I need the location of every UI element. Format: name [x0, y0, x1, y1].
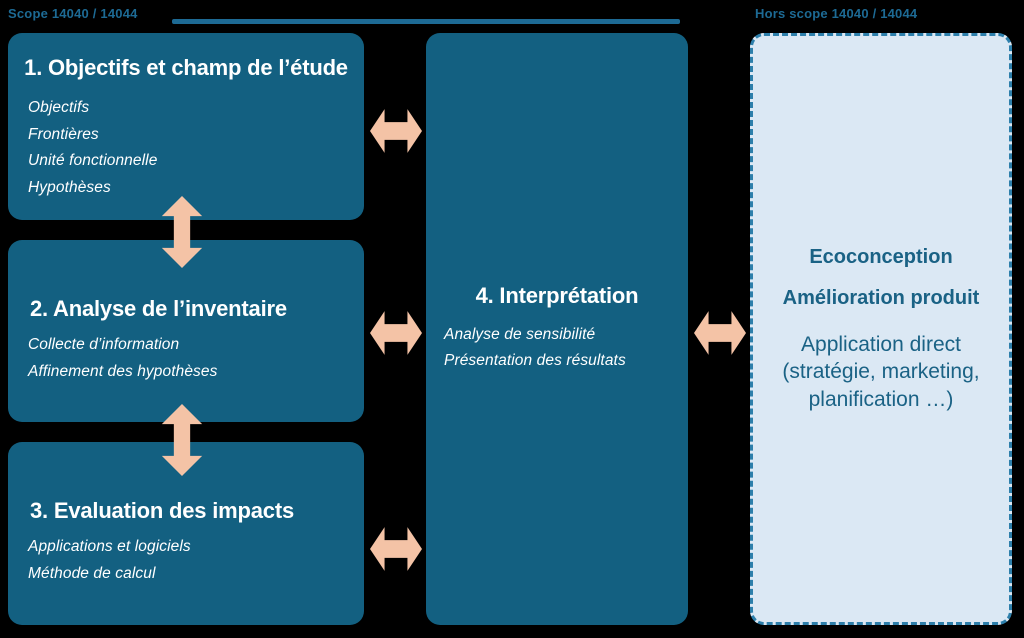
application-direct-text: Application direct (stratégie, marketing… [782, 333, 980, 411]
double-arrow-horizontal-icon-inventaire-interpretation [370, 311, 422, 355]
scope-label-left: Scope 14040 / 14044 [8, 6, 138, 21]
stage-box-inventaire[interactable]: 2. Analyse de l’inventaire Collecte d’in… [8, 240, 364, 422]
list-item: Applications et logiciels [28, 538, 191, 556]
stage-title-objectifs: 1. Objectifs et champ de l’étude [24, 55, 348, 80]
scope-bracket-line [172, 19, 680, 24]
stage-box-interpretation[interactable]: 4. Interprétation Analyse de sensibilité… [426, 33, 688, 625]
stage-item-list-objectifs: Objectifs Frontières Unité fonctionnelle… [24, 95, 348, 201]
stage-box-impacts[interactable]: 3. Evaluation des impacts Applications e… [8, 442, 364, 625]
list-item: Unité fonctionnelle [28, 152, 158, 170]
scope-label-right: Hors scope 14040 / 14044 [755, 6, 918, 21]
double-arrow-horizontal-icon-interpretation-ecoconception [694, 311, 746, 355]
double-arrow-horizontal-icon-impacts-interpretation [370, 527, 422, 571]
out-of-scope-box-ecoconception[interactable]: Ecoconception Amélioration produit Appli… [750, 33, 1012, 625]
list-item: Méthode de calcul [28, 564, 156, 582]
list-item: Présentation des résultats [444, 352, 626, 370]
stage-title-impacts: 3. Evaluation des impacts [30, 498, 294, 523]
stage-item-list-interpretation: Analyse de sensibilité Présentation des … [440, 322, 674, 375]
list-item: Analyse de sensibilité [444, 325, 596, 343]
double-arrow-horizontal-icon-objectifs-interpretation [370, 109, 422, 153]
stage-title-inventaire: 2. Analyse de l’inventaire [30, 296, 287, 321]
stage-title-interpretation: 4. Interprétation [475, 283, 639, 309]
list-item: Affinement des hypothèses [28, 362, 218, 380]
list-item: Collecte d’information [28, 336, 180, 354]
amelioration-produit-heading: Amélioration produit [782, 287, 980, 310]
list-item: Frontières [28, 125, 99, 143]
stage-item-list-impacts: Applications et logiciels Méthode de cal… [24, 534, 348, 587]
stage-item-list-inventaire: Collecte d’information Affinement des hy… [24, 332, 348, 385]
stage-box-objectifs[interactable]: 1. Objectifs et champ de l’étude Objecti… [8, 33, 364, 220]
list-item: Hypothèses [28, 178, 111, 196]
ecoconception-heading: Ecoconception [809, 246, 953, 269]
list-item: Objectifs [28, 99, 90, 117]
